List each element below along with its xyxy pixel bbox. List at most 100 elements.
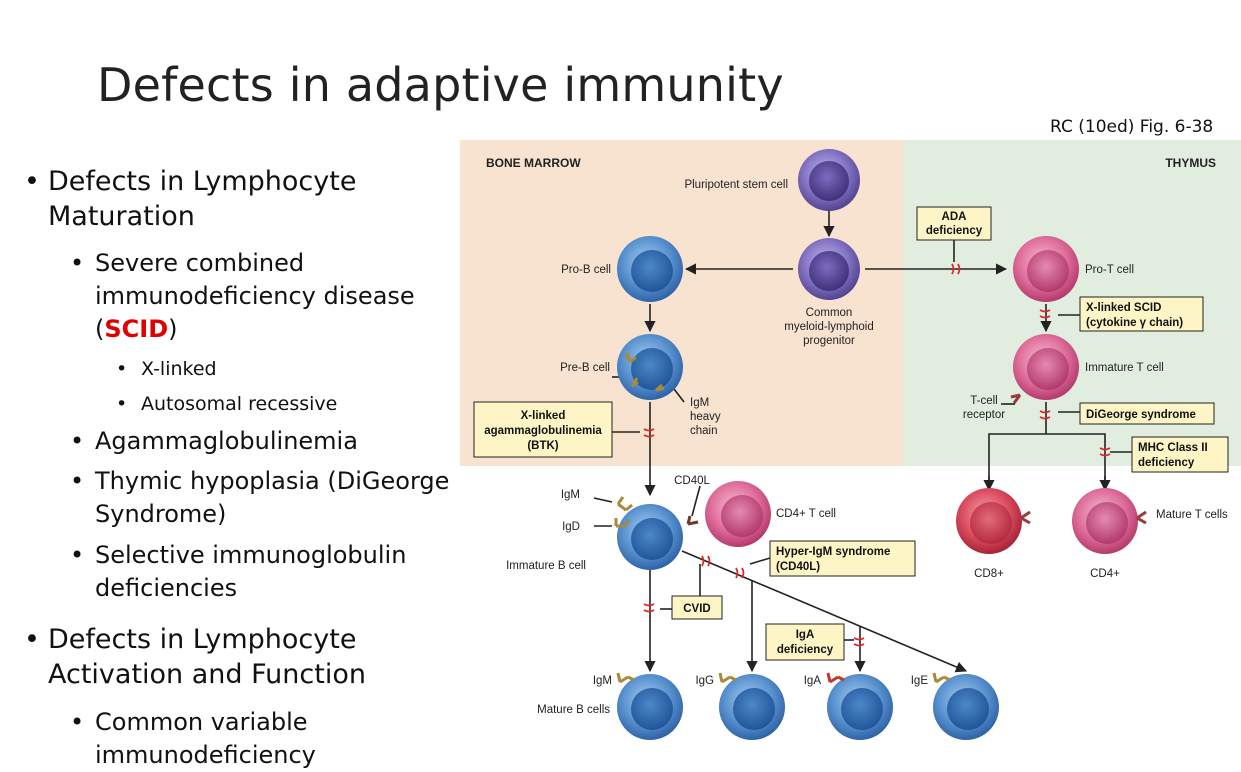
outline-text: Severe combined <box>95 249 305 277</box>
mhc-line-2: deficiency <box>1138 457 1195 469</box>
igd-label: IgD <box>562 521 580 533</box>
xla-line-3: (BTK) <box>527 440 558 452</box>
mature-b-igg <box>718 672 785 740</box>
break-xla <box>643 428 655 438</box>
paren-open: ( <box>95 315 105 343</box>
cd4-helper-t-cell <box>686 481 771 547</box>
common-label-3: progenitor <box>803 335 855 347</box>
igm-label: IgM <box>561 489 580 501</box>
pro-b-cell <box>617 236 683 302</box>
higm-line-2: (CD40L) <box>776 561 820 573</box>
xla-box: X-linked agammaglobulinemia (BTK) <box>473 401 613 458</box>
mhc-line-1: MHC Class II <box>1138 442 1208 454</box>
digeorge-box: DiGeorge syndrome <box>1079 402 1215 425</box>
cvid-text: CVID <box>683 603 710 615</box>
bullet-marker: • <box>70 427 85 455</box>
break-cvid-branch <box>701 555 711 567</box>
break-digeorge <box>1039 410 1051 420</box>
break-higm <box>735 567 745 579</box>
outline-text: Selective immunoglobulin <box>95 541 407 569</box>
bullet-marker: • <box>24 624 40 655</box>
mature-ige-label: IgE <box>911 675 929 687</box>
immature-b-cell <box>614 496 683 570</box>
xla-line-1: X-linked <box>521 410 566 422</box>
digeorge-text: DiGeorge syndrome <box>1086 409 1196 421</box>
outline-text: immunodeficiency disease <box>95 282 415 310</box>
pathway-arrows <box>593 210 1132 673</box>
break-xscid <box>1039 309 1051 319</box>
hyper-igm-box: Hyper-IgM syndrome (CD40L) <box>769 540 916 577</box>
common-progenitor-cell <box>798 238 860 300</box>
immature-t-label: Immature T cell <box>1085 362 1164 374</box>
ada-line-2: deficiency <box>926 225 983 237</box>
break-ada <box>951 263 961 275</box>
outline-item-autosomal: Autosomal recessive <box>141 393 338 415</box>
outline-item-cvid: Common variable immunodeficiency <box>95 706 316 772</box>
leader-igm <box>593 497 613 503</box>
xscid-line-2: (cytokine γ chain) <box>1086 317 1183 329</box>
xscid-line-1: X-linked SCID <box>1086 302 1161 314</box>
scid-abbreviation: SCID <box>104 315 169 343</box>
igm-heavy-label-2: heavy <box>690 411 721 423</box>
pre-b-label: Pre-B cell <box>560 362 610 374</box>
slide-title: Defects in adaptive immunity <box>97 58 784 112</box>
break-iga <box>853 637 865 647</box>
xlinked-scid-box: X-linked SCID (cytokine γ chain) <box>1079 296 1204 332</box>
outline-text: (SCID) <box>95 313 415 346</box>
common-label-2: myeloid-lymphoid <box>784 321 873 333</box>
outline-text: Activation and Function <box>48 659 366 690</box>
break-mhc <box>1099 447 1111 457</box>
outline-text: Defects in Lymphocyte <box>48 624 357 655</box>
cd4-label: CD4+ <box>1090 568 1120 580</box>
arrow-to-mature-ige <box>681 550 968 673</box>
leader-higm <box>749 557 771 565</box>
igm-heavy-label-3: chain <box>690 425 718 437</box>
outline-item-maturation: Defects in Lymphocyte Maturation <box>48 164 356 234</box>
mature-b-iga <box>826 672 893 740</box>
bullet-marker: • <box>70 249 85 277</box>
outline-text: Common variable <box>95 708 308 736</box>
bullet-marker: • <box>70 708 85 736</box>
cd8-t-cell <box>956 488 1031 554</box>
mature-b-ige <box>932 672 999 740</box>
break-cvid <box>643 603 655 613</box>
mature-t-label: Mature T cells <box>1156 509 1228 521</box>
outline-text: Thymic hypoplasia (DiGeorge <box>95 467 450 495</box>
paren-close: ) <box>168 315 178 343</box>
bullet-marker: • <box>24 166 40 197</box>
mature-b-label: Mature B cells <box>537 704 610 716</box>
outline-item-xlinked: X-linked <box>141 358 217 380</box>
bone-marrow-label: BONE MARROW <box>486 156 581 170</box>
outline-text: Syndrome) <box>95 500 227 528</box>
pro-b-label: Pro-B cell <box>561 264 611 276</box>
mature-igg-label: IgG <box>695 675 714 687</box>
xla-line-2: agammaglobulinemia <box>484 425 602 437</box>
bullet-outline: • Defects in Lymphocyte Maturation • Sev… <box>0 0 470 771</box>
outline-text: immunodeficiency <box>95 741 316 769</box>
cd40l-label: CD40L <box>674 475 710 487</box>
iga-deficiency-box: IgA deficiency <box>765 623 845 661</box>
line-t-branch <box>988 433 1106 484</box>
pluripotent-label: Pluripotent stem cell <box>684 179 788 191</box>
lymphocyte-maturation-diagram: BONE MARROW THYMUS Pl <box>460 140 1241 740</box>
outline-item-scid: Severe combined immunodeficiency disease… <box>95 247 415 346</box>
leader-cd40l <box>691 485 701 517</box>
outline-item-activation: Defects in Lymphocyte Activation and Fun… <box>48 622 366 692</box>
pro-t-cell <box>1013 236 1079 302</box>
figure-citation: RC (10ed) Fig. 6-38 <box>1050 117 1214 137</box>
pluripotent-stem-cell <box>798 149 860 211</box>
ada-line-1: ADA <box>942 211 967 223</box>
immature-t-cell <box>1010 334 1079 404</box>
outline-text: Maturation <box>48 201 195 232</box>
pro-t-label: Pro-T cell <box>1085 264 1134 276</box>
cvid-box: CVID <box>671 595 723 620</box>
ada-deficiency-box: ADA deficiency <box>916 206 992 241</box>
tcr-label-2: receptor <box>963 409 1005 421</box>
bullet-marker: • <box>116 393 128 415</box>
immature-b-label: Immature B cell <box>506 560 586 572</box>
outline-item-agammaglobulinemia: Agammaglobulinemia <box>95 427 358 455</box>
mature-iga-label: IgA <box>804 675 822 687</box>
mature-igm-label: IgM <box>593 675 612 687</box>
mature-b-igm <box>616 672 683 740</box>
bullet-marker: • <box>70 541 85 569</box>
